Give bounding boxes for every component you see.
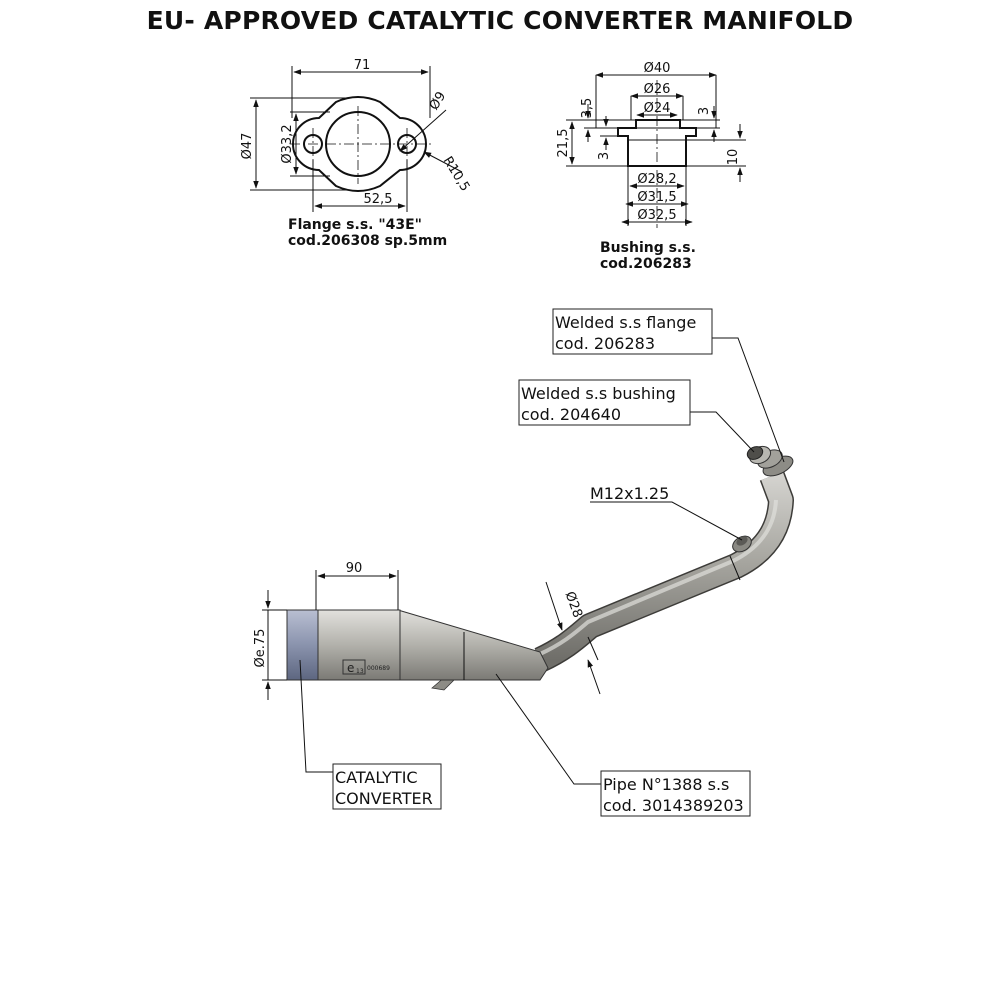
callout-cat-line2: CONVERTER: [335, 789, 433, 808]
dim-diameter-pipe: Ø28: [562, 590, 585, 620]
callout-flange-line2: cod. 206283: [555, 334, 655, 353]
e-mark-number: 13: [356, 668, 364, 675]
bushing-dim-d24: Ø24: [644, 101, 671, 116]
flange-dim-width: 71: [354, 58, 371, 73]
bushing-dim-d32-5: Ø32,5: [637, 208, 676, 223]
bushing-dim-h3-right: 3: [697, 107, 712, 115]
dim-length-90: 90: [346, 561, 363, 576]
bushing-dim-h3-5: 3,5: [580, 98, 595, 119]
e-mark-code: 000689: [367, 665, 390, 672]
flange-drawing: 71 52,5 Ø47 Ø33,2 Ø9 R10,5 Flange s.s. "…: [240, 58, 472, 249]
callout-thread: M12x1.25: [590, 484, 669, 503]
e-mark: e: [347, 661, 354, 675]
callout-box-flange: [552, 308, 713, 355]
head-flange: [746, 445, 794, 477]
flange-dim-bore: Ø33,2: [280, 124, 295, 163]
bushing-dim-h21-5: 21,5: [556, 129, 571, 158]
bushing-dim-d28-2: Ø28,2: [637, 172, 676, 187]
callout-bushing-line2: cod. 204640: [521, 405, 621, 424]
callout-pipe-line2: cod. 3014389203: [603, 796, 744, 815]
callout-box-bushing: [518, 379, 691, 426]
catalyst-cone: [397, 609, 549, 681]
callout-bushing-line1: Welded s.s bushing: [521, 384, 676, 403]
flange-dim-height: Ø47: [240, 133, 255, 160]
callout-flange-line1: Welded s.s flange: [555, 313, 696, 332]
bushing-dim-d31-5: Ø31,5: [637, 190, 676, 205]
callout-pipe-line1: Pipe N°1388 s.s: [603, 775, 729, 794]
bushing-caption-2: cod.206283: [600, 256, 692, 272]
catalyst-end-cap: [286, 609, 319, 681]
bushing-caption-1: Bushing s.s.: [600, 240, 696, 256]
flange-caption-2: cod.206308 sp.5mm: [288, 233, 447, 249]
bushing-drawing: Ø40 Ø26 Ø24 Ø28,2 Ø31,5 Ø32,5 21,5 3,5 3: [556, 61, 746, 272]
bushing-dim-d26: Ø26: [644, 82, 671, 97]
flange-dim-hole-spacing: 52,5: [364, 192, 393, 207]
dim-diameter-cat: Øe.75: [253, 629, 268, 668]
bushing-dim-h3-left: 3: [597, 152, 612, 160]
callout-box-catalytic: [332, 763, 442, 810]
catalyst-body: [315, 609, 401, 681]
flange-outline: [292, 96, 427, 192]
manifold-assembly: e 13 000689 90 Øe.75 Ø28 Welded s.s flan…: [253, 308, 794, 817]
flange-dim-radius: R10,5: [440, 154, 473, 194]
bushing-dim-h10: 10: [726, 149, 741, 166]
flange-caption-1: Flange s.s. "43E": [288, 217, 422, 233]
page-title: EU- APPROVED CATALYTIC CONVERTER MANIFOL…: [146, 6, 854, 35]
bushing-dim-d40: Ø40: [644, 61, 671, 76]
callout-cat-line1: CATALYTIC: [335, 768, 418, 787]
callout-box-pipe: [600, 770, 751, 817]
